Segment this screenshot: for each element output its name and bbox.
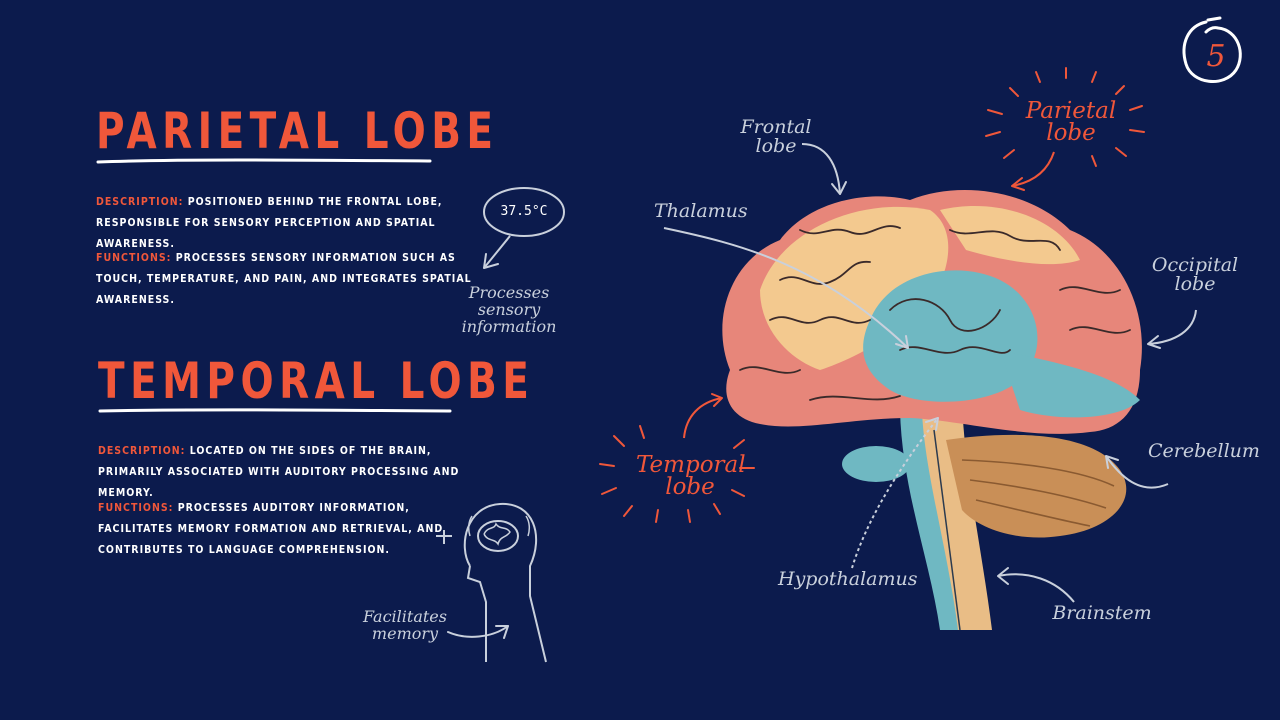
cerebellum-shape xyxy=(946,434,1127,538)
page-number-circle xyxy=(1182,16,1242,83)
arrow-parietal xyxy=(1011,151,1055,191)
temporal-title: TEMPORAL LOBE xyxy=(98,352,535,410)
frontal-lobe-shape xyxy=(760,206,949,370)
parietal-underline xyxy=(96,158,432,164)
temporal-functions-text: PROCESSES AUDITORY INFORMATION, FACILITA… xyxy=(98,502,444,556)
parietal-description-label: DESCRIPTION: xyxy=(96,196,184,208)
temperature-reading: 37.5°C xyxy=(500,204,548,219)
temporal-description: DESCRIPTION: LOCATED ON THE SIDES OF THE… xyxy=(98,441,494,504)
label-temporal-lobe: Temporal lobe xyxy=(636,452,746,500)
brain-illustration xyxy=(722,190,1142,631)
burst-temporal xyxy=(599,425,755,523)
burst-parietal xyxy=(985,67,1145,167)
page-number: 5 xyxy=(1206,39,1226,74)
arrow-thalamus xyxy=(663,227,909,349)
label-parietal-lobe: Parietal lobe xyxy=(1025,98,1117,146)
arrow-temporal xyxy=(683,393,723,439)
head-brain-icon xyxy=(436,502,547,663)
temporal-description-text: LOCATED ON THE SIDES OF THE BRAIN, PRIMA… xyxy=(98,445,460,499)
arrow-brainstem xyxy=(997,567,1075,603)
label-cerebellum: Cerebellum xyxy=(1148,440,1260,462)
memory-arrow xyxy=(447,625,509,639)
parietal-functions-label: FUNCTIONS: xyxy=(96,252,172,264)
temporal-functions: FUNCTIONS: PROCESSES AUDITORY INFORMATIO… xyxy=(98,498,470,561)
parietal-description: DESCRIPTION: POSITIONED BEHIND THE FRONT… xyxy=(96,192,476,255)
parietal-functions-text: PROCESSES SENSORY INFORMATION SUCH AS TO… xyxy=(96,252,472,306)
arrow-cerebellum xyxy=(1105,455,1169,489)
label-brainstem: Brainstem xyxy=(1052,602,1152,624)
sensory-note: Processes sensory information xyxy=(461,283,557,336)
label-occipital-lobe: Occipital lobe xyxy=(1151,254,1239,295)
temporal-description-label: DESCRIPTION: xyxy=(98,445,186,457)
label-frontal-lobe: Frontal lobe xyxy=(740,116,812,157)
label-thalamus: Thalamus xyxy=(654,200,748,222)
arrow-hypothalamus xyxy=(851,417,939,569)
temporal-functions-label: FUNCTIONS: xyxy=(98,502,174,514)
label-hypothalamus: Hypothalamus xyxy=(778,568,918,590)
temporal-underline xyxy=(98,408,452,413)
parietal-description-text: POSITIONED BEHIND THE FRONTAL LOBE, RESP… xyxy=(96,196,443,250)
memory-note: Facilitates memory xyxy=(363,607,447,643)
arrow-occipital xyxy=(1147,309,1197,349)
speech-bubble-doodle xyxy=(483,187,565,269)
parietal-functions: FUNCTIONS: PROCESSES SENSORY INFORMATION… xyxy=(96,248,476,311)
thalamus-area xyxy=(863,270,1038,402)
parietal-title: PARIETAL LOBE xyxy=(96,102,499,160)
arrow-frontal xyxy=(801,143,847,195)
